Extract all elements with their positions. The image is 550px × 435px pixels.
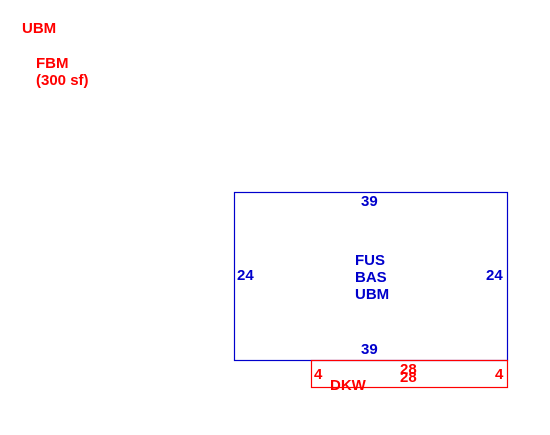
legend-ubm: UBM [22, 20, 57, 37]
deck-label: DKW [330, 377, 366, 394]
deck-left-dimension: 4 [314, 366, 323, 383]
deck-top-dimension: 28 [400, 361, 417, 378]
deck-outline [310, 359, 509, 389]
main-top-dimension: 39 [361, 193, 378, 210]
main-right-dimension: 24 [486, 267, 503, 284]
legend-fbm: FBM [36, 55, 69, 72]
main-left-dimension: 24 [237, 267, 254, 284]
deck-bottom-dimension: 28 [400, 369, 417, 386]
legend-fbm-area: (300 sf) [36, 72, 89, 89]
main-bottom-dimension: 39 [361, 341, 378, 358]
main-code-ubm: UBM [355, 286, 390, 303]
main-code-fus: FUS [355, 252, 385, 269]
main-code-bas: BAS [355, 269, 387, 286]
deck-right-dimension: 4 [495, 366, 504, 383]
